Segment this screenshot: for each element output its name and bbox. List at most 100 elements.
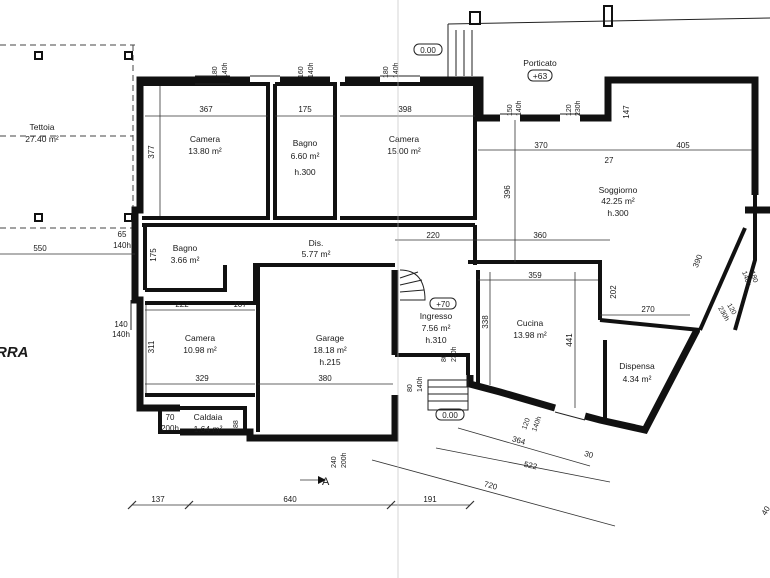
opening-140h: 140h [308,62,315,78]
room-name-dispensa: Dispensa [619,361,655,371]
room-name-bagno2: Bagno [173,243,198,253]
dim-175: 175 [298,105,312,114]
opening-140h: 140h [417,376,424,392]
opening-140h: 140h [740,270,752,287]
pillar [34,51,43,60]
opening-140h: 140h [531,416,543,433]
room-area-bagno1: 6.60 m² [291,151,320,161]
room-area-camera1: 13.80 m² [188,146,222,156]
dim-364: 364 [511,434,527,446]
dim-390: 390 [691,253,705,269]
opening-140h: 140h [393,62,400,78]
opening-240: 240 [331,456,338,468]
dim-311: 311 [147,340,156,353]
opening-180: 180 [212,66,219,78]
room-area-dis: 5.77 m² [302,249,331,259]
room-area-dispensa: 4.34 m² [623,374,652,384]
level-badge [527,69,553,82]
dim-640: 640 [283,495,297,504]
floor-label: RRA [0,344,29,361]
dim-30: 30 [583,449,595,460]
room-labels: Tettoia 27.40 m² Camera 13.80 m² Bagno 6… [25,58,655,434]
room-height-garage: h.215 [319,357,341,367]
room-area-soggiorno: 42.25 m² [601,196,635,206]
opening-120: 120 [566,104,573,116]
room-name-garage: Garage [316,333,345,343]
opening-230h: 230h [451,346,458,362]
pillar [124,213,133,222]
room-name-tettoia: Tettoia [29,122,54,132]
windows [130,75,586,421]
opening-140h: 140h [112,330,130,339]
dim-70: 70 [166,413,175,422]
opening-200h: 200h [341,452,348,468]
pillar [34,213,43,222]
dim-338: 338 [481,315,490,329]
room-name-dis: Dis. [309,238,324,248]
dim-367: 367 [199,105,213,114]
room-name-porticato: Porticato [523,58,557,68]
room-area-ingresso: 7.56 m² [422,323,451,333]
dim-377: 377 [147,145,156,159]
opening-180: 180 [748,270,759,283]
room-height-ingresso: h.310 [425,335,447,345]
dim-270: 270 [641,305,655,314]
dim-191: 191 [423,495,437,504]
dim-107: 107 [233,300,247,309]
opening-140h: 140h [222,62,229,78]
opening-80: 80 [441,354,448,362]
opening-120: 120 [725,303,737,317]
dim-65: 65 [118,230,127,239]
level-0-00-bottom: 0.00 [442,411,458,420]
dim-40: 40 [760,504,770,517]
dim-359: 359 [528,271,542,280]
opening-180: 180 [383,66,390,78]
pillar [124,51,133,60]
dim-370: 370 [534,141,548,150]
pillar [469,11,481,25]
dim-550: 550 [33,244,47,253]
level-plus70: +70 [436,300,450,309]
dim-220: 220 [426,231,440,240]
dim-222: 222 [175,300,189,309]
dim-147: 147 [622,105,631,119]
room-area-bagno2: 3.66 m² [171,255,200,265]
room-height-soggiorno: h.300 [607,208,629,218]
room-area-cucina: 13.98 m² [513,330,547,340]
room-name-camera2: Camera [389,134,420,144]
dim-380: 380 [318,374,332,383]
room-area-caldaia: 1.64 m² [194,424,223,434]
level-0-00-top: 0.00 [420,46,436,55]
opening-80: 80 [407,384,414,392]
opening-140h: 140h [516,100,523,116]
interior-walls [142,82,757,434]
room-name-caldaia: Caldaia [194,412,223,422]
room-name-soggiorno: Soggiorno [599,185,638,195]
dim-396: 396 [503,185,512,199]
exterior-walls [131,76,770,442]
opening-230h: 230h [575,100,582,116]
dim-441: 441 [565,333,574,347]
level-markers: 0.00 +70 0.00 [413,43,465,421]
stairs [399,269,469,411]
opening-140: 140 [114,320,128,329]
section-label: A [322,476,330,488]
porticato-outline [447,5,770,80]
opening-160: 160 [298,66,305,78]
room-name-camera1: Camera [190,134,221,144]
dim-175b: 175 [149,248,158,262]
dim-27: 27 [605,156,614,165]
dim-720: 720 [483,480,499,492]
room-name-bagno1: Bagno [293,138,318,148]
room-name-ingresso: Ingresso [420,311,453,321]
exterior-dimensions: 137 640 191 364 30 522 720 40 [127,427,770,527]
room-area-camera3: 10.98 m² [183,345,217,355]
dim-405: 405 [676,141,690,150]
room-name-cucina: Cucina [517,318,544,328]
dim-329: 329 [195,374,209,383]
tettoia-outline [0,44,135,230]
opening-140h: 140h [113,241,131,250]
room-height-bagno1: h.300 [294,167,316,177]
dim-522: 522 [523,460,538,472]
